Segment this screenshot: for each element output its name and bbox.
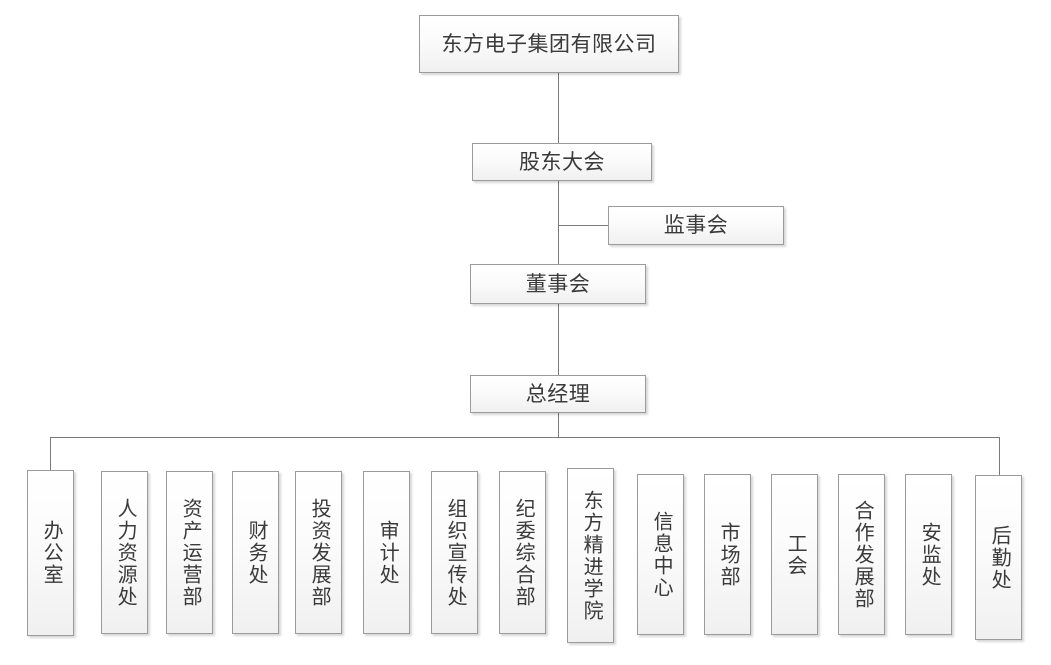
node-department-organization-publicity-label: 组织宣传处 xyxy=(444,497,467,608)
node-company-label: 东方电子集团有限公司 xyxy=(441,31,657,56)
node-department-office[interactable]: 办公室 xyxy=(27,470,74,636)
node-shareholders-meeting[interactable]: 股东大会 xyxy=(472,143,652,181)
node-department-asset-operations[interactable]: 资产运营部 xyxy=(166,471,213,634)
node-department-dongfang-academy-label: 东方精进学院 xyxy=(580,489,603,622)
node-department-safety-supervision-label: 安监处 xyxy=(918,521,941,588)
node-department-logistics-label: 后勤处 xyxy=(988,524,1011,591)
node-department-human-resources[interactable]: 人力资源处 xyxy=(101,471,148,634)
node-department-finance-label: 财务处 xyxy=(245,519,268,586)
node-company[interactable]: 东方电子集团有限公司 xyxy=(419,15,679,73)
node-general-manager-label: 总经理 xyxy=(525,381,591,406)
node-department-office-label: 办公室 xyxy=(40,520,63,586)
node-department-discipline-inspection[interactable]: 纪委综合部 xyxy=(499,471,546,634)
node-department-audit[interactable]: 审计处 xyxy=(363,471,410,634)
node-department-discipline-inspection-label: 纪委综合部 xyxy=(512,497,535,608)
node-board-of-supervisors[interactable]: 监事会 xyxy=(608,206,784,245)
node-department-dongfang-academy[interactable]: 东方精进学院 xyxy=(567,468,614,643)
node-board-of-directors[interactable]: 董事会 xyxy=(470,264,646,304)
node-department-cooperation-development[interactable]: 合作发展部 xyxy=(838,474,885,635)
node-department-audit-label: 审计处 xyxy=(376,519,399,586)
node-department-marketing-label: 市场部 xyxy=(717,521,740,588)
node-department-human-resources-label: 人力资源处 xyxy=(114,497,137,608)
node-department-information-center[interactable]: 信息中心 xyxy=(637,474,684,635)
node-board-of-directors-label: 董事会 xyxy=(525,271,591,296)
node-department-logistics[interactable]: 后勤处 xyxy=(975,475,1022,640)
node-department-investment-development[interactable]: 投资发展部 xyxy=(295,471,342,634)
node-department-information-center-label: 信息中心 xyxy=(650,510,673,599)
node-department-safety-supervision[interactable]: 安监处 xyxy=(905,474,952,635)
node-department-labor-union-label: 工会 xyxy=(784,532,807,577)
node-shareholders-meeting-label: 股东大会 xyxy=(519,149,605,174)
node-department-asset-operations-label: 资产运营部 xyxy=(179,497,202,608)
node-department-finance[interactable]: 财务处 xyxy=(232,471,279,634)
node-department-cooperation-development-label: 合作发展部 xyxy=(851,499,874,610)
node-department-investment-development-label: 投资发展部 xyxy=(308,497,331,608)
node-general-manager[interactable]: 总经理 xyxy=(470,375,646,413)
node-board-of-supervisors-label: 监事会 xyxy=(663,213,729,238)
node-department-labor-union[interactable]: 工会 xyxy=(771,474,818,635)
node-department-marketing[interactable]: 市场部 xyxy=(704,474,751,635)
node-department-organization-publicity[interactable]: 组织宣传处 xyxy=(431,471,478,634)
